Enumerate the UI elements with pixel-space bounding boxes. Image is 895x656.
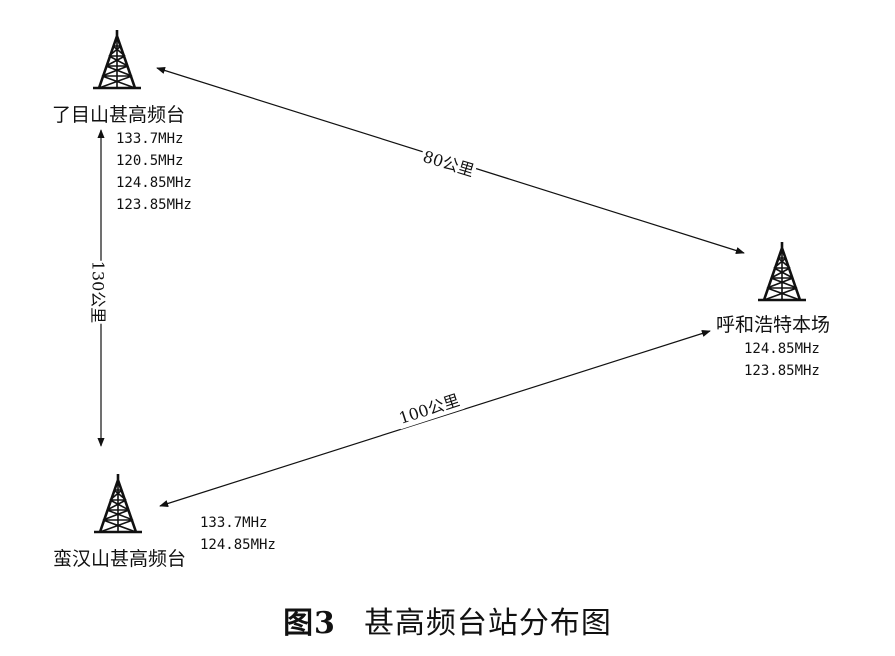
freq-item: 123.85MHz: [116, 197, 192, 213]
figure-title: 甚高频台站分布图: [363, 606, 612, 641]
tower-icon-liaomushan: [91, 28, 143, 90]
distance-label-130km: 130公里: [85, 260, 114, 324]
station-freq-list-hohhot: 124.85MHz 123.85MHz: [744, 338, 820, 382]
freq-item: 133.7MHz: [200, 515, 268, 531]
link-line-manhanshan-hohhot: [159, 330, 711, 507]
tower-icon-manhanshan: [92, 472, 144, 534]
station-freq-list-manhanshan: 133.7MHz 124.85MHz: [200, 512, 276, 556]
freq-item: 133.7MHz: [116, 131, 184, 147]
freq-item: 124.85MHz: [116, 175, 192, 191]
station-name-hohhot: 呼和浩特本场: [716, 314, 831, 336]
freq-item: 123.85MHz: [744, 363, 820, 379]
station-freq-list-liaomushan: 133.7MHz 120.5MHz 124.85MHz 123.85MHz: [116, 128, 192, 216]
station-name-manhanshan: 蛮汉山甚高频台: [53, 548, 187, 570]
freq-item: 124.85MHz: [200, 537, 276, 553]
tower-icon-hohhot: [756, 240, 808, 302]
freq-item: 120.5MHz: [116, 153, 184, 169]
figure-caption: 图3 甚高频台站分布图: [0, 598, 895, 642]
station-name-liaomushan: 了目山甚高频台: [52, 104, 186, 126]
freq-item: 124.85MHz: [744, 341, 820, 357]
figure-number: 图3: [283, 606, 336, 641]
